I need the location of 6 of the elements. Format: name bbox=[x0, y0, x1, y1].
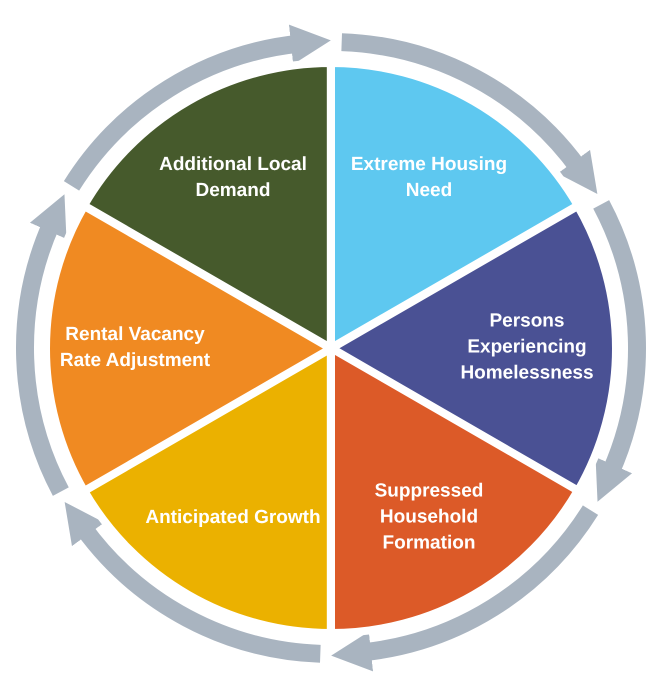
segment-label: Extreme Housing Need bbox=[350, 153, 508, 204]
segment-label: Persons Experiencing Homelessness bbox=[459, 310, 595, 386]
segment-label: Additional Local Demand bbox=[158, 153, 308, 204]
segment-label: Suppressed Household Formation bbox=[374, 479, 484, 556]
segment-label: Rental Vacancy Rate Adjustment bbox=[58, 322, 212, 373]
segment-label: Anticipated Growth bbox=[144, 506, 322, 530]
